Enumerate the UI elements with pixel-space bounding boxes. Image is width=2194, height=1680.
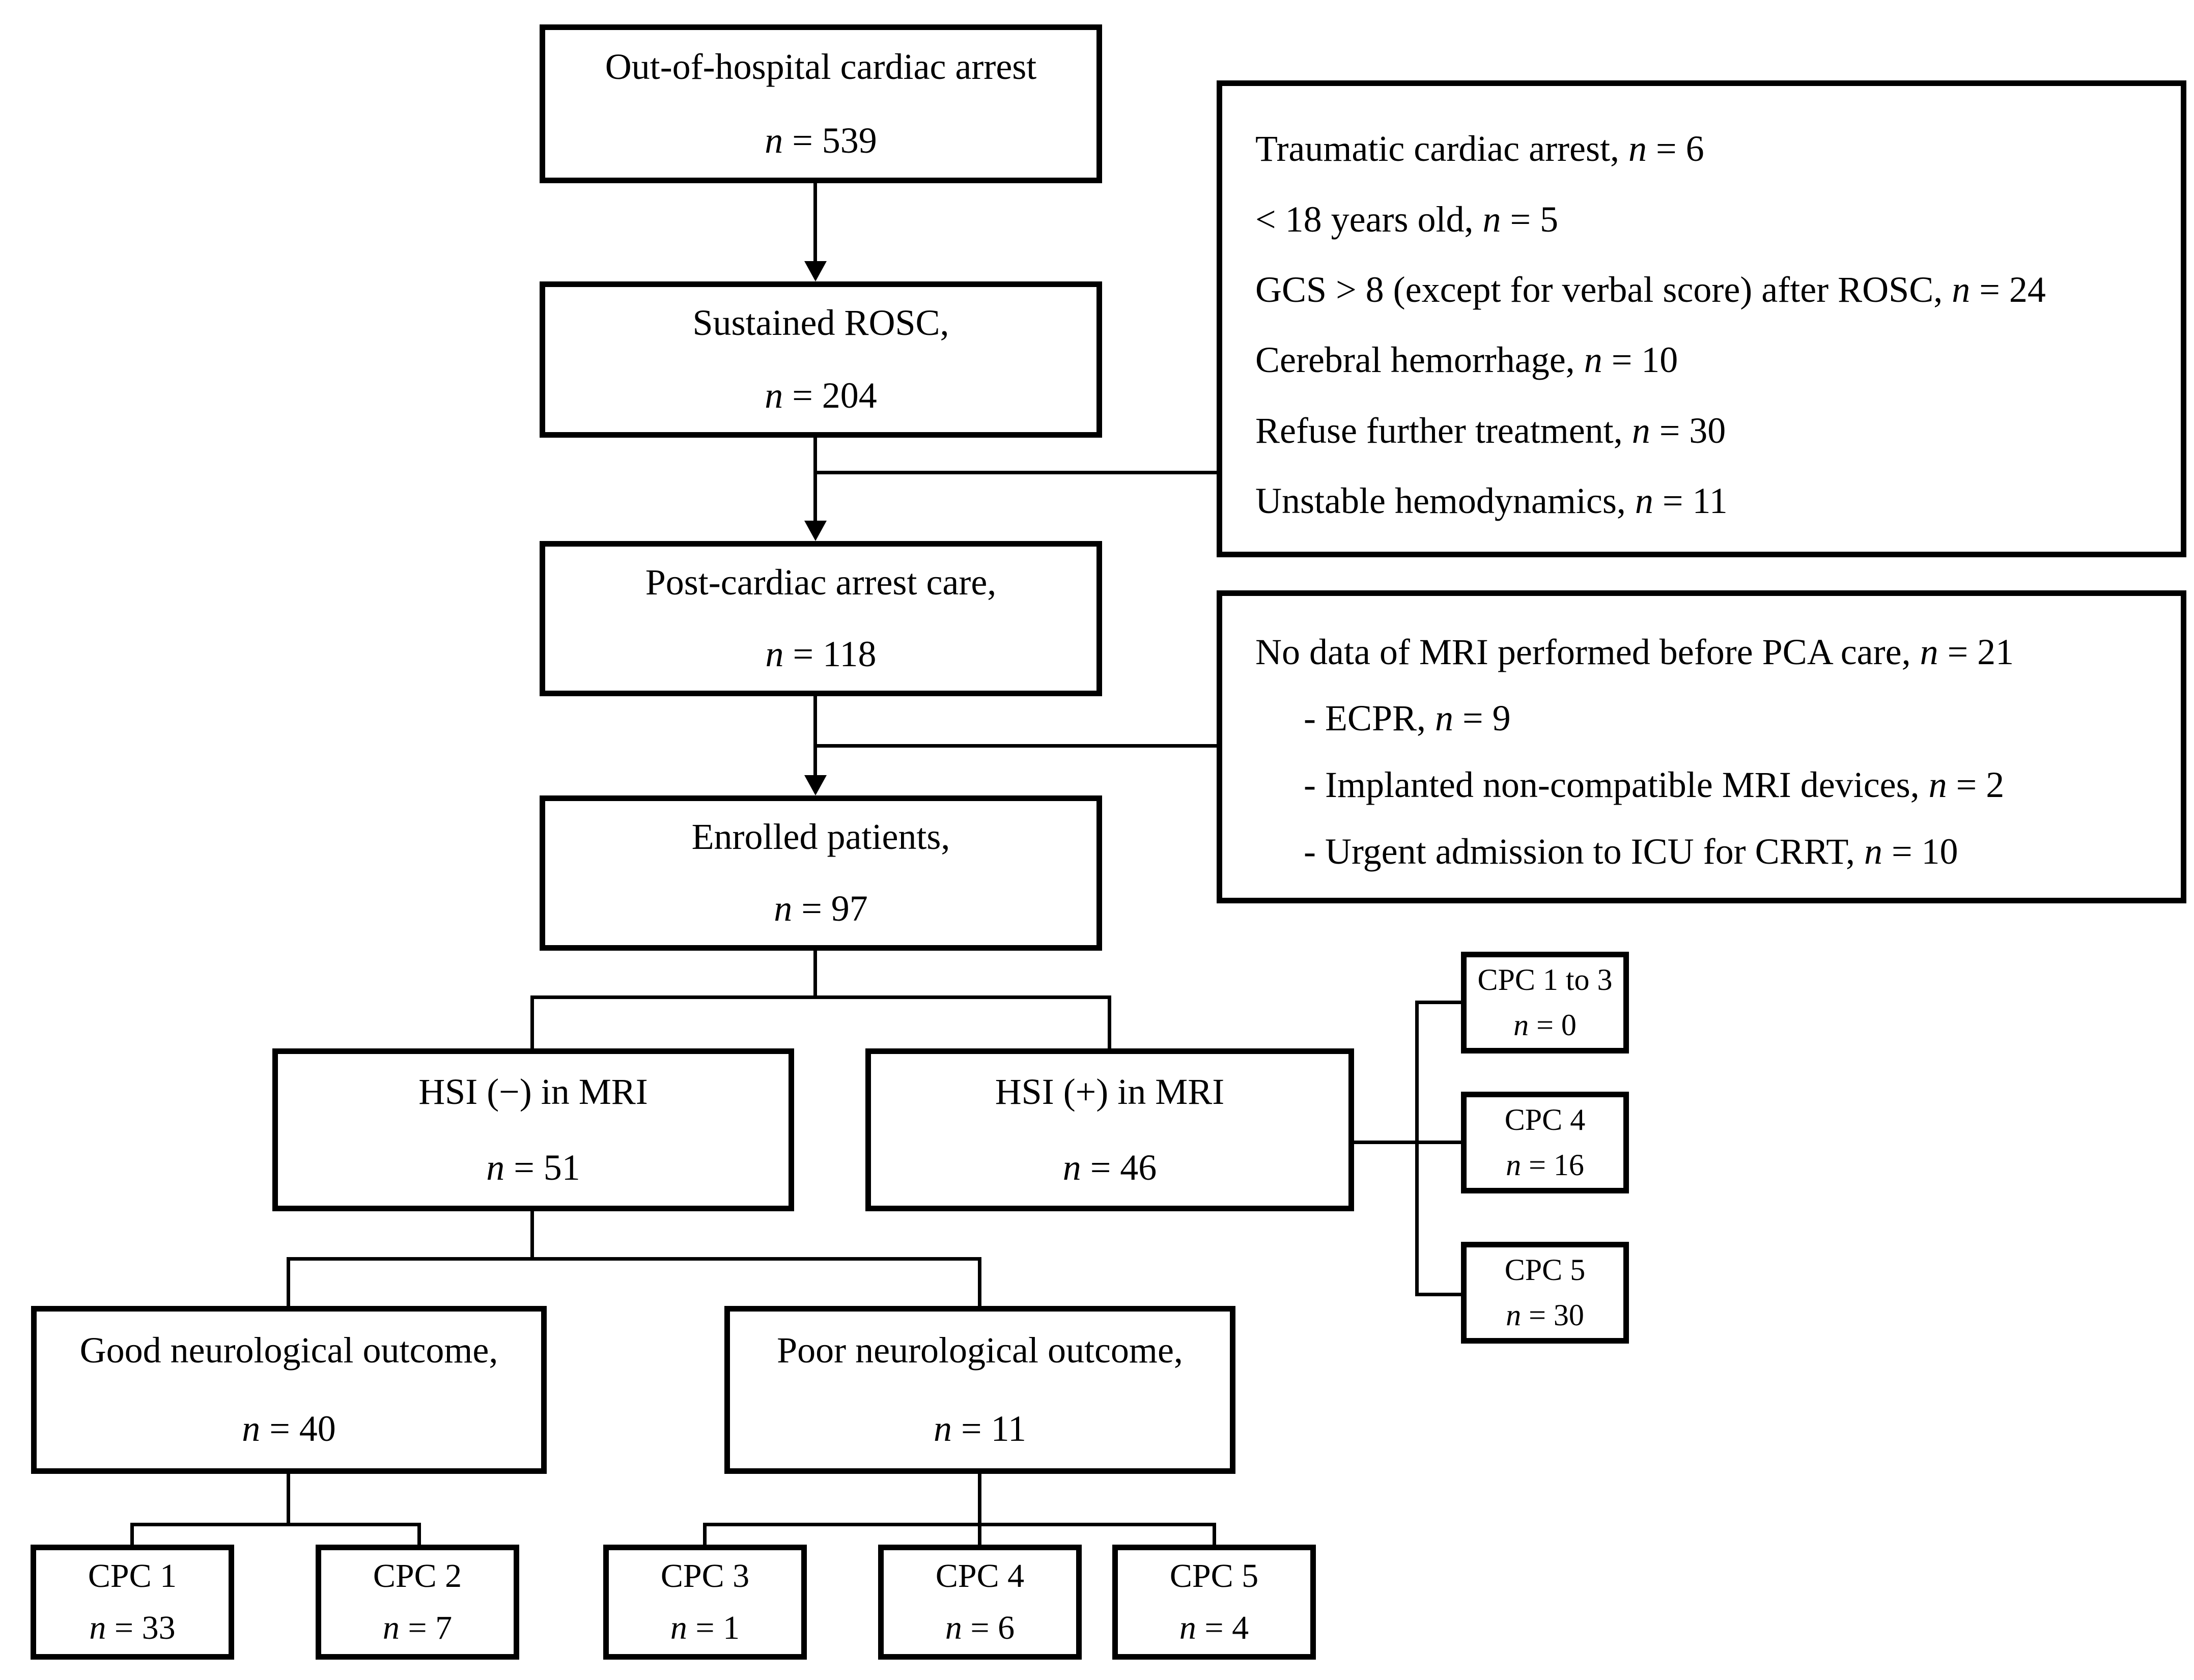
node-cpc-5-right: CPC 5 n = 30 [1461,1242,1629,1344]
connector-oohca-to-rosc [813,181,817,264]
node-label: Good neurological outcome, [79,1330,498,1371]
node-count: n = 0 [1513,1008,1577,1042]
node-label: CPC 1 [88,1557,177,1595]
arrowhead-into-pca [804,521,827,541]
connector-hsi-split-bar [530,995,1111,999]
node-count: n = 33 [89,1609,176,1647]
node-cpc-1: CPC 1 n = 33 [31,1545,234,1660]
node-label: CPC 5 [1169,1557,1259,1595]
node-sustained-rosc: Sustained ROSC, n = 204 [540,281,1102,438]
node-count: n = 1 [670,1609,740,1647]
connector-outcome-split-bar [287,1257,981,1261]
node-cpc-2: CPC 2 n = 7 [316,1545,519,1660]
exclusion-item: GCS > 8 (except for verbal score) after … [1255,269,2046,310]
connector-drop-hsi-positive [1108,995,1111,1050]
connector-drop-hsi-negative [530,995,534,1050]
node-cpc-5: CPC 5 n = 4 [1112,1545,1316,1660]
node-enrolled-patients: Enrolled patients, n = 97 [540,795,1102,951]
exclusion-item: Refuse further treatment, n = 30 [1255,410,1726,451]
node-label: Post-cardiac arrest care, [645,561,997,603]
connector-good-stem [287,1473,290,1526]
node-label: Out-of-hospital cardiac arrest [605,46,1037,87]
connector-hsi-positive-to-trunk [1352,1141,1461,1144]
node-count: n = 118 [765,634,877,675]
node-count: n = 7 [382,1609,453,1647]
node-label: CPC 4 [1504,1103,1586,1136]
node-count: n = 204 [765,375,877,416]
node-count: n = 16 [1506,1148,1584,1182]
node-count: n = 11 [934,1408,1026,1449]
node-good-neurological-outcome: Good neurological outcome, n = 40 [31,1306,547,1474]
node-cpc-3: CPC 3 n = 1 [603,1545,807,1660]
node-label: CPC 3 [660,1557,750,1595]
exclusion-item: Unstable hemodynamics, n = 11 [1255,480,1728,521]
connector-poor-stem [978,1473,981,1547]
node-label: HSI (+) in MRI [995,1071,1225,1112]
connector-poor-split-bar [703,1523,1216,1526]
node-count: n = 539 [765,120,877,161]
connector-branch-exclusions-pca [813,744,1217,748]
connector-drop-cpc-5 [1213,1523,1216,1547]
node-count: n = 40 [242,1408,336,1449]
node-post-cardiac-arrest-care: Post-cardiac arrest care, n = 118 [540,541,1102,696]
node-poor-neurological-outcome: Poor neurological outcome, n = 11 [724,1306,1235,1474]
node-hsi-positive-mri: HSI (+) in MRI n = 46 [865,1048,1354,1211]
exclusion-item: - Urgent admission to ICU for CRRT, n = … [1304,831,1958,872]
node-cpc-1-to-3: CPC 1 to 3 n = 0 [1461,952,1629,1053]
node-label: Sustained ROSC, [692,302,949,344]
node-count: n = 97 [774,888,868,929]
connector-hsi-negative-stem [530,1210,534,1261]
exclusion-item: - ECPR, n = 9 [1304,698,1511,739]
node-label: Enrolled patients, [691,816,950,857]
node-cpc-4-right: CPC 4 n = 16 [1461,1092,1629,1193]
node-label: CPC 5 [1504,1253,1586,1287]
node-count: n = 6 [945,1609,1015,1647]
node-label: CPC 4 [935,1557,1025,1595]
exclusion-item: Traumatic cardiac arrest, n = 6 [1255,128,1704,169]
connector-drop-cpc-2 [417,1523,421,1547]
node-out-of-hospital-cardiac-arrest: Out-of-hospital cardiac arrest n = 539 [540,24,1102,183]
node-cpc-4: CPC 4 n = 6 [878,1545,1082,1660]
connector-rosc-to-pca [813,437,817,522]
connector-good-split-bar [130,1523,421,1526]
exclusion-box-after-pca: No data of MRI performed before PCA care… [1217,590,2186,903]
connector-cpc-trunk [1415,1001,1419,1296]
node-label: Poor neurological outcome, [777,1330,1183,1371]
connector-stub-cpc-5-right [1415,1293,1461,1296]
connector-drop-good-outcome [287,1257,290,1308]
node-hsi-negative-mri: HSI (−) in MRI n = 51 [272,1048,794,1211]
node-label: HSI (−) in MRI [418,1071,648,1112]
connector-stub-cpc-1to3 [1415,1001,1461,1004]
node-count: n = 4 [1179,1609,1249,1647]
exclusion-item: Cerebral hemorrhage, n = 10 [1255,339,1678,381]
connector-drop-cpc-3 [703,1523,707,1547]
connector-pca-to-enrolled [813,695,817,777]
exclusion-box-after-rosc: Traumatic cardiac arrest, n = 6 < 18 yea… [1217,80,2186,557]
connector-drop-poor-outcome [978,1257,981,1308]
node-label: CPC 2 [373,1557,462,1595]
arrowhead-into-rosc [804,261,827,281]
exclusion-item: - Implanted non-compatible MRI devices, … [1304,764,2005,806]
node-count: n = 46 [1062,1147,1157,1188]
node-count: n = 51 [486,1147,580,1188]
exclusion-item: No data of MRI performed before PCA care… [1255,631,2014,672]
connector-branch-exclusions-rosc [813,471,1217,474]
connector-enrolled-stem [813,950,817,998]
node-label: CPC 1 to 3 [1477,963,1613,996]
connector-drop-cpc-1 [130,1523,134,1547]
exclusion-item: < 18 years old, n = 5 [1255,198,1559,240]
arrowhead-into-enrolled [804,775,827,795]
node-count: n = 30 [1506,1298,1584,1332]
